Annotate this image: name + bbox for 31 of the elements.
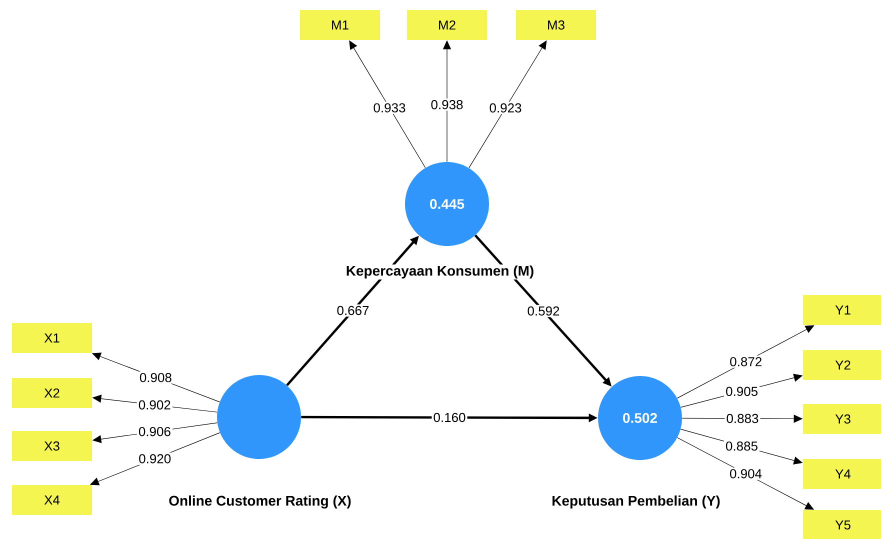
construct-label: Kepercayaan Konsumen (M) [344, 264, 536, 280]
edge-label: 0.906 [138, 427, 170, 436]
latent-variable-circle [217, 375, 301, 459]
edge-label: 0.885 [726, 441, 758, 451]
indicator-box: M1 [300, 10, 380, 40]
indicator-box: X3 [12, 431, 92, 461]
edge-label: 0.920 [139, 454, 171, 464]
edge-label: 0.923 [490, 103, 522, 112]
edge-label: 0.908 [140, 372, 172, 382]
indicator-box: Y4 [803, 459, 881, 489]
edge-label: 0.904 [730, 469, 762, 478]
indicator-box: X2 [12, 378, 92, 408]
edge-label: 0.905 [726, 386, 758, 396]
indicator-box: X4 [12, 485, 92, 515]
indicator-box: X1 [12, 323, 92, 353]
indicator-box: Y5 [803, 510, 881, 539]
edge-label: 0.667 [337, 306, 369, 316]
indicator-box: Y2 [803, 350, 881, 380]
edge-label: 0.933 [374, 103, 406, 112]
edge-label: 0.872 [730, 357, 762, 366]
construct-label: Keputusan Pembelian (Y) [550, 494, 722, 510]
edge-label: 0.160 [434, 412, 466, 422]
indicator-box: M2 [407, 10, 487, 40]
construct-label: Online Customer Rating (X) [168, 494, 352, 510]
edge-label: 0.938 [431, 100, 463, 110]
edge-label: 0.902 [138, 400, 170, 410]
edge-label: 0.883 [726, 414, 758, 424]
indicator-box: Y1 [803, 295, 881, 325]
indicator-box: Y3 [803, 404, 881, 434]
edge-label: 0.592 [528, 306, 560, 316]
indicator-box: M3 [516, 10, 596, 40]
